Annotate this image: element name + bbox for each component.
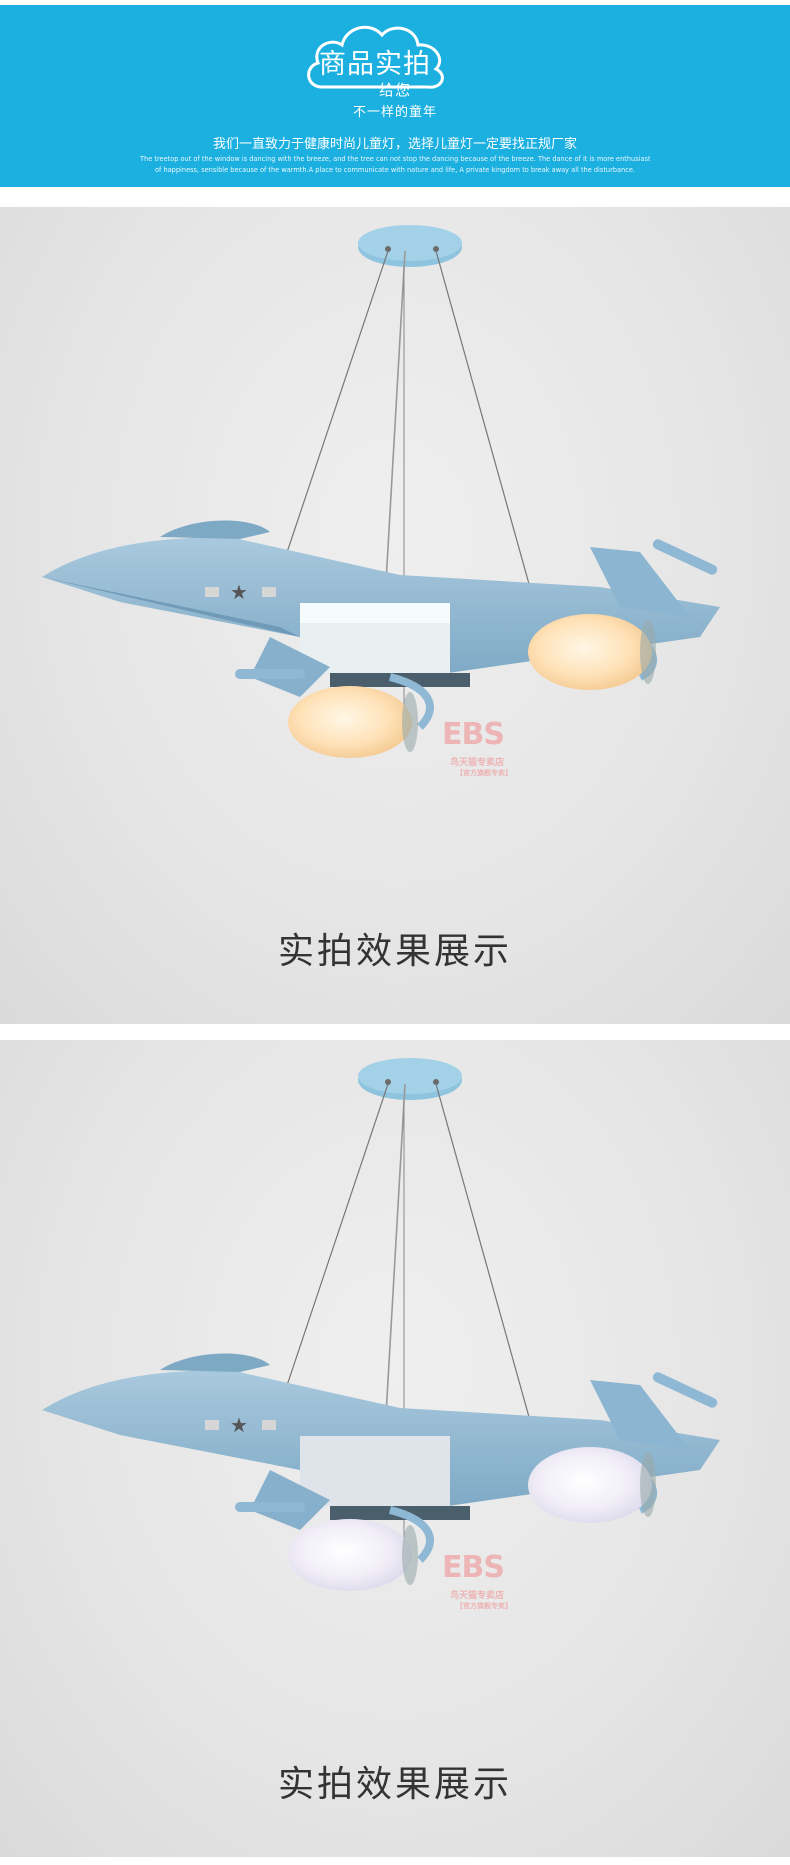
watermark-logo: EBS <box>442 1550 505 1585</box>
watermark-line2: 【官方旗舰专卖】 <box>456 769 512 777</box>
cloud-icon <box>307 25 444 89</box>
tagline-english-line1: The treetop out of the window is dancing… <box>140 155 650 163</box>
watermark-line1: 鸟天猫专卖店 <box>450 1591 505 1601</box>
airplane-lamp-image: ★ <box>42 1058 720 1591</box>
cloud-title: 商品实拍 <box>319 49 431 80</box>
watermark-line1: 鸟天猫专卖店 <box>450 758 505 768</box>
photo-caption: 实拍效果展示 <box>277 931 512 972</box>
watermark-line2: 【官方旗舰专卖】 <box>456 1602 512 1610</box>
svg-text:★: ★ <box>230 1413 248 1437</box>
watermark-logo: EBS <box>442 717 505 752</box>
product-photo-2: ★ EBS 鸟天猫专卖店 【官方旗舰专卖】 实拍效果展示 <box>0 1040 790 1857</box>
tagline-chinese: 我们一直致力于健康时尚儿童灯，选择儿童灯一定要找正规厂家 <box>212 137 577 152</box>
cloud-badge: 商品实拍 <box>300 17 450 99</box>
different-childhood-text: 不一样的童年 <box>352 105 437 120</box>
product-photo-1: ★ EBS 鸟天猫专卖店 【官方旗舰专卖】 实拍效果展示 <box>0 207 790 1024</box>
svg-text:★: ★ <box>230 580 248 604</box>
header-banner: 商品实拍 给您 不一样的童年 我们一直致力于健康时尚儿童灯，选择儿童灯一定要找正… <box>0 5 790 187</box>
tagline-english-line2: of happiness, sensible because of the wa… <box>155 166 635 174</box>
give-you-text: 给您 <box>378 81 411 99</box>
airplane-lamp-image: ★ <box>42 225 720 758</box>
photo-caption: 实拍效果展示 <box>277 1764 512 1805</box>
